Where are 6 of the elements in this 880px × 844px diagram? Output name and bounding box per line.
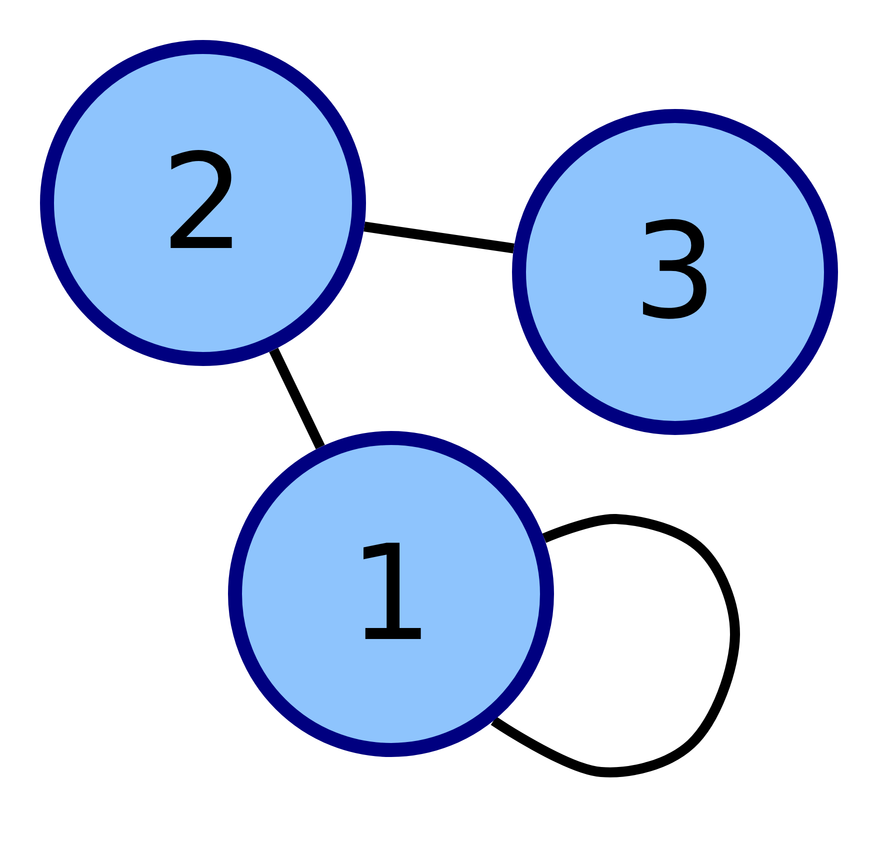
node-number: 2: [161, 137, 245, 269]
connector-line: [490, 514, 740, 778]
connector-line: [364, 222, 514, 254]
connector-line: [269, 348, 325, 450]
node-number: 3: [633, 206, 717, 338]
node-number: 1: [349, 528, 433, 660]
